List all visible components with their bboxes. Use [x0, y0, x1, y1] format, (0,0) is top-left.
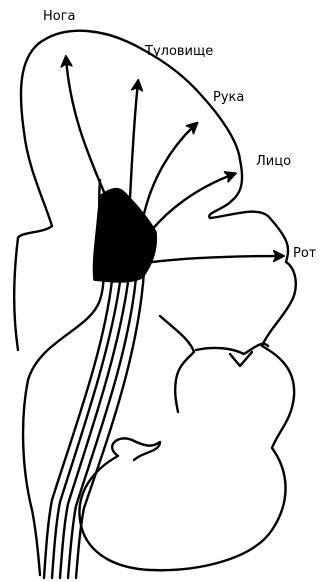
leg-projection-arrow: [66, 58, 104, 192]
axon-fiber: [76, 272, 144, 578]
label-face: Лицо: [256, 155, 291, 168]
label-arm: Рука: [213, 91, 244, 104]
axon-fiber: [68, 278, 136, 578]
face-projection-arrow: [150, 174, 234, 232]
trunk-projection-arrow: [130, 82, 138, 198]
label-leg: Нога: [43, 10, 76, 23]
cortex-outline-left: [14, 238, 18, 350]
arm-projection-arrow: [144, 124, 196, 214]
fissure-notch: [230, 352, 252, 366]
fissure-outline: [160, 316, 268, 412]
label-mouth: Рот: [293, 247, 316, 260]
lower-lobe-outline: [79, 262, 295, 570]
label-trunk: Туловище: [145, 45, 213, 58]
axon-fiber: [60, 282, 128, 578]
mouth-projection-arrow: [152, 256, 282, 262]
